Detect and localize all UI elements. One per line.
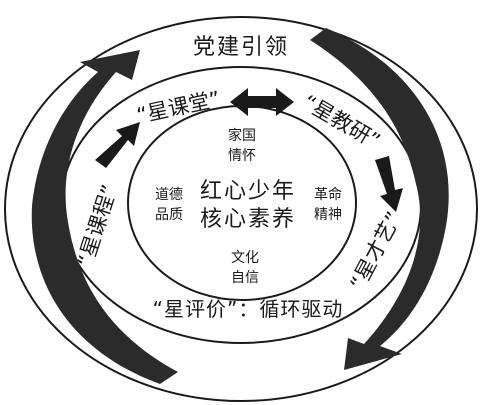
outer-ellipse: [4, 16, 478, 402]
quality-top-line1: 家国: [228, 127, 256, 144]
quality-left-line1: 道德: [155, 187, 183, 203]
station-jiaoyan: “星教研”: [299, 90, 384, 153]
quality-left-line2: 品质: [155, 207, 183, 223]
quality-bottom-line2: 自信: [231, 270, 259, 286]
outer-title: 党建引领: [193, 35, 289, 60]
outer-swoosh-left: [31, 50, 178, 384]
quality-bottom-line1: 文化: [231, 250, 259, 266]
arrow-jiaoyan-to-caiyi: [375, 156, 403, 212]
arrow-kecheng-to-ketang: [95, 122, 140, 168]
core-line2: 核心素养: [200, 207, 296, 232]
double-arrow: [230, 88, 294, 116]
quality-right-line2: 精神: [314, 207, 342, 223]
outer-swoosh-right: [310, 28, 449, 370]
station-kecheng: “星课程”: [73, 182, 122, 270]
quality-top-line2: 情怀: [228, 148, 256, 164]
quality-right-line1: 革命: [314, 186, 342, 203]
core-line1: 红心少年: [200, 179, 296, 204]
evaluation-caption: “星评价”：循环驱动: [153, 297, 344, 321]
